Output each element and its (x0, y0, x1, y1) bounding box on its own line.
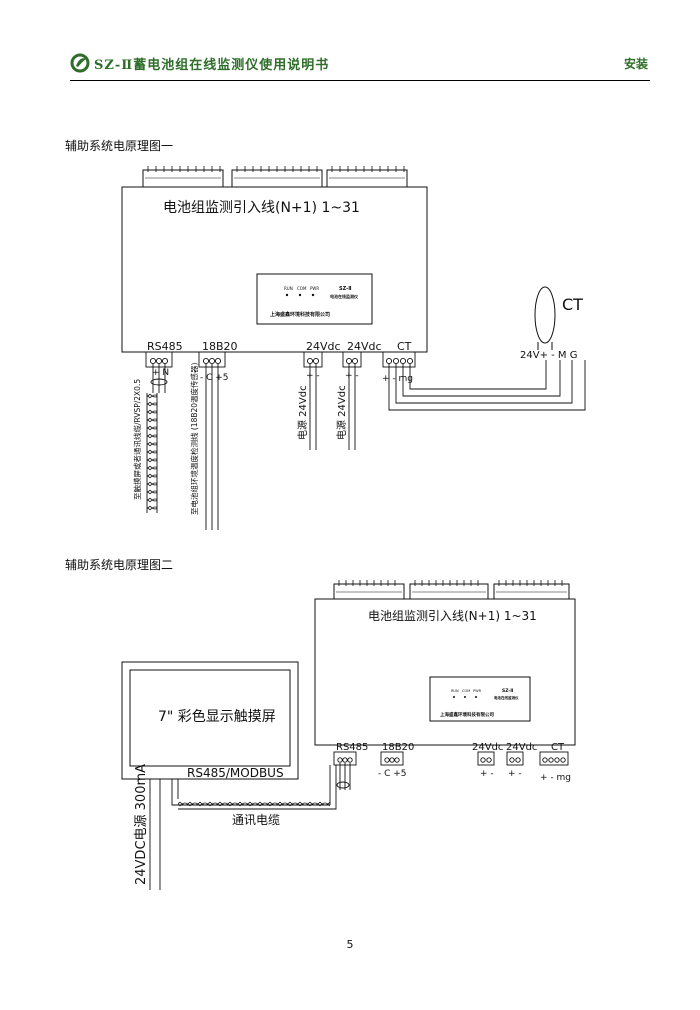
port-rs485-label: RS485 (147, 340, 183, 353)
front-panel (429, 676, 531, 722)
panel-product: 电池在线监测仪 (494, 695, 519, 700)
port-ct-pins: + - mg (540, 773, 571, 783)
top-terminal-block (142, 166, 408, 188)
led-label-com: COM (462, 689, 470, 693)
port-18b20-pins: - C +5 (378, 769, 407, 779)
port-24v1-label: 24Vdc (306, 340, 341, 353)
port-24v2-label: 24Vdc (506, 742, 537, 753)
port-24v2-label: 24Vdc (347, 340, 382, 353)
port-18b20-label: 18B20 (382, 742, 414, 753)
port-rs485-label: RS485 (336, 742, 368, 753)
led-label-pwr: PWR (473, 689, 482, 693)
touchscreen-label: 7" 彩色显示触摸屏 (158, 708, 276, 725)
leaf-logo-icon (70, 53, 90, 73)
monitor-unit-box (121, 186, 428, 353)
led-label-run: RUN (451, 689, 459, 693)
header-rule (70, 80, 650, 81)
port-24v1-pins: + - (480, 769, 494, 779)
ct-sensor-icon (534, 286, 556, 344)
18b20-wire-label: 至电池组环境温度检测线 (18B20温度传感器) (189, 362, 199, 515)
panel-product: 电池在线监测仪 (330, 293, 359, 299)
touchscreen-wiring (149, 763, 351, 890)
ct-sensor-label: CT (562, 295, 583, 314)
panel-company: 上海盛鑫环境科技有限公司 (440, 711, 494, 718)
power-cables (309, 364, 356, 450)
section-name: 安装 (623, 57, 648, 71)
18b20-cable (205, 364, 219, 530)
led-label-run: RUN (284, 286, 293, 291)
led-label-pwr: PWR (310, 286, 319, 291)
touchscreen-inner (129, 669, 291, 767)
main-input-label: 电池组监测引入线(N+1) 1~31 (163, 200, 360, 216)
page-header: SZ-Ⅱ蓄电池组在线监测仪使用说明书 安装 (70, 50, 650, 78)
power-label: 24VDC电源 300mA (134, 764, 149, 885)
port-24v1-label: 24Vdc (472, 742, 503, 753)
port-rs485-pins: + N (152, 368, 169, 378)
monitor-unit-box (314, 598, 576, 746)
diagram-2: 电池组监测引入线(N+1) 1~31 RUN COM PWR SZ-Ⅱ 电池在线… (121, 580, 576, 890)
front-panel (256, 273, 373, 325)
port-24v1-pins: + - (306, 371, 320, 381)
panel-model: SZ-Ⅱ (502, 688, 513, 694)
cable-label: 通讯电缆 (232, 813, 280, 827)
24v1-wire-label: 电源 24Vdc (296, 385, 309, 440)
diagram-1-caption: 辅助系统电原理图一 (65, 139, 174, 153)
port-18b20-label: 18B20 (202, 340, 238, 353)
diagram-1: 电池组监测引入线(N+1) 1~31 RUN COM PWR SZ-Ⅱ 电池在线… (121, 166, 586, 530)
modbus-label: RS485/MODBUS (187, 766, 284, 780)
ct-sensor-pins: 24V+ - M G (520, 350, 577, 361)
panel-model: SZ-Ⅱ (339, 286, 352, 292)
diagram-2-caption: 辅助系统电原理图二 (65, 558, 174, 572)
bottom-terminals (145, 351, 416, 368)
top-terminal-block (333, 580, 570, 600)
main-input-label: 电池组监测引入线(N+1) 1~31 (368, 609, 537, 623)
port-ct-label: CT (397, 340, 412, 353)
port-18b20-pins: - C +5 (200, 373, 229, 383)
bottom-terminals (333, 751, 569, 766)
document-title: SZ-Ⅱ蓄电池组在线监测仪使用说明书 (94, 58, 330, 73)
port-ct-label: CT (551, 742, 565, 753)
port-ct-pins: + - mg (382, 374, 413, 384)
rs485-cable (146, 364, 168, 513)
panel-company: 上海盛鑫环境科技有限公司 (270, 311, 330, 318)
rs485-wire-label: 至触摸屏或者通讯线缆/RVSP/2X0.5 (132, 379, 142, 500)
port-24v2-pins: + - (345, 371, 359, 381)
ct-cable (388, 360, 586, 411)
24v2-wire-label: 电源 24Vdc (335, 385, 348, 440)
page-number: 5 (346, 938, 354, 951)
led-label-com: COM (297, 286, 307, 291)
touchscreen-outer (121, 661, 299, 780)
port-24v2-pins: + - (508, 769, 522, 779)
